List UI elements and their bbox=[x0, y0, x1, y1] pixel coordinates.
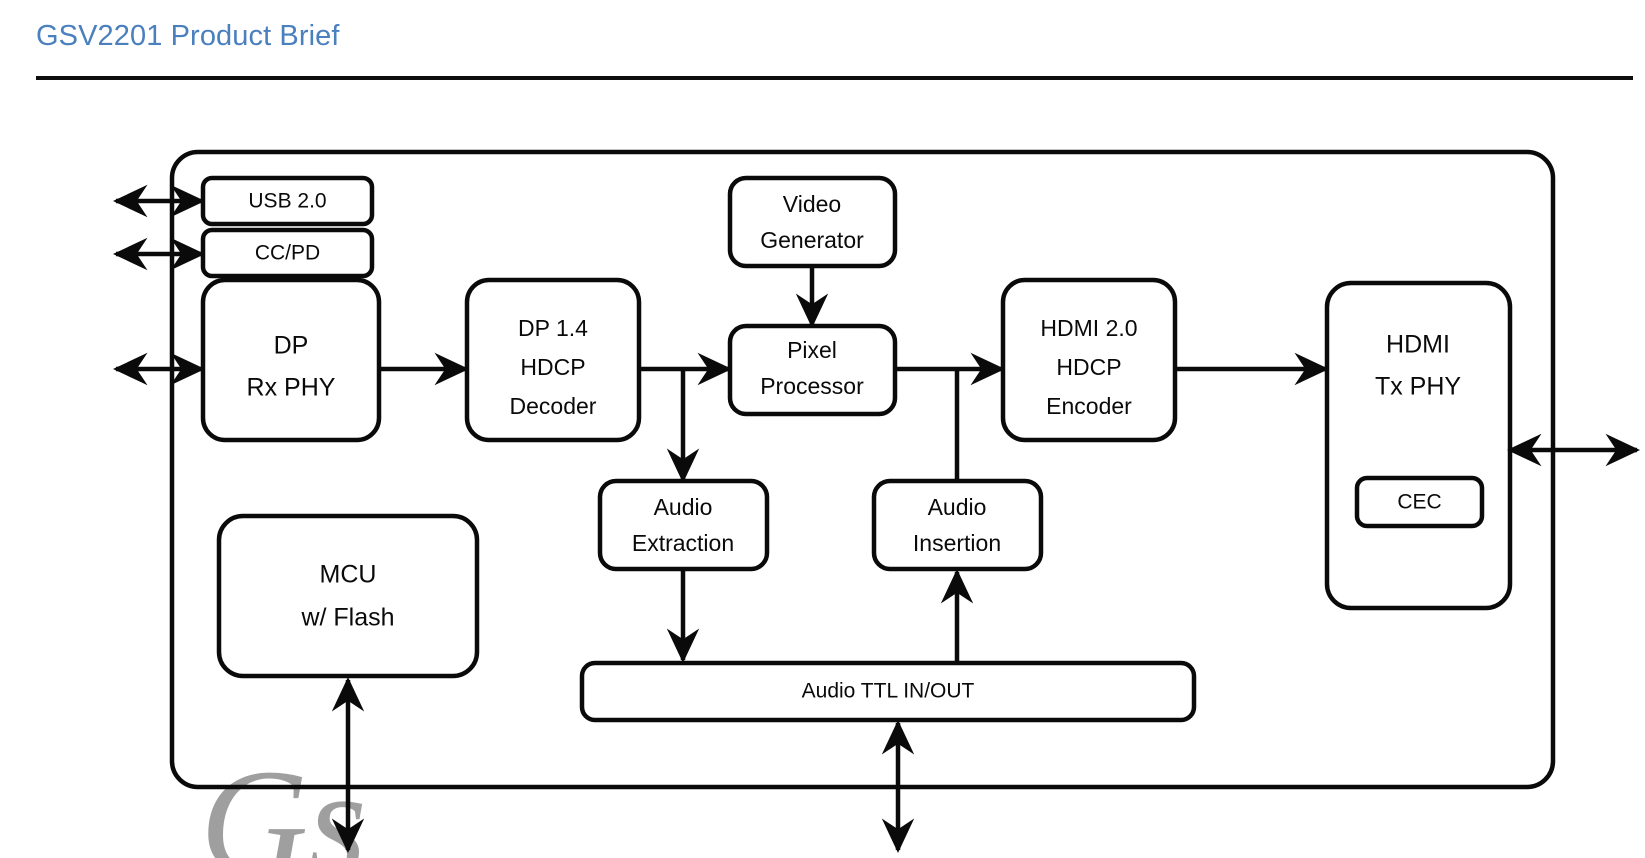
block-hdmi-encoder-label-2: HDCP bbox=[1056, 354, 1121, 380]
block-dp-rx-phy-shape bbox=[200, 277, 382, 443]
block-dp-decoder-label-2: HDCP bbox=[520, 354, 585, 380]
block-ccpd-label: CC/PD bbox=[255, 242, 320, 265]
block-video-generator-label-2: Generator bbox=[760, 227, 864, 253]
block-mcu-label-2: w/ Flash bbox=[300, 604, 394, 632]
block-dp-decoder-shape bbox=[464, 277, 642, 443]
block-dp-decoder[interactable]: DP 1.4 HDCP Decoder bbox=[464, 277, 642, 443]
block-cec-label: CEC bbox=[1397, 491, 1441, 514]
block-hdmi-tx-phy-label-1: HDMI bbox=[1386, 331, 1450, 359]
document-header: GSV2201 Product Brief bbox=[0, 0, 1645, 82]
block-dp-decoder-label-1: DP 1.4 bbox=[518, 315, 588, 341]
block-pixel-processor-label-1: Pixel bbox=[787, 337, 837, 363]
block-hdmi-encoder[interactable]: HDMI 2.0 HDCP Encoder bbox=[1000, 277, 1178, 443]
block-dp-rx-phy[interactable]: DP Rx PHY bbox=[200, 277, 382, 443]
block-mcu-shape bbox=[216, 513, 480, 679]
block-cec-shape bbox=[1354, 475, 1485, 529]
block-audio-ttl-label: Audio TTL IN/OUT bbox=[802, 680, 975, 703]
block-hdmi-encoder-shape bbox=[1000, 277, 1178, 443]
block-pixel-processor-label-2: Processor bbox=[760, 373, 864, 399]
block-dp-decoder-label-3: Decoder bbox=[510, 393, 597, 419]
block-usb-shape bbox=[200, 175, 375, 227]
page-title: GSV2201 Product Brief bbox=[36, 20, 340, 52]
block-audio-extraction[interactable]: Audio Extraction bbox=[597, 478, 770, 572]
block-ccpd[interactable]: CC/PD bbox=[200, 227, 375, 279]
block-audio-extraction-label-1: Audio bbox=[654, 494, 713, 520]
header-divider bbox=[36, 76, 1633, 80]
block-mcu[interactable]: MCU w/ Flash bbox=[216, 513, 480, 679]
watermark: Gs bbox=[200, 739, 367, 858]
block-audio-extraction-label-2: Extraction bbox=[632, 530, 734, 556]
block-hdmi-encoder-label-3: Encoder bbox=[1046, 393, 1132, 419]
chip-outline bbox=[169, 149, 1556, 790]
block-video-generator-label-1: Video bbox=[783, 191, 841, 217]
block-cec[interactable]: CEC bbox=[1354, 475, 1485, 529]
block-hdmi-tx-phy-label-2: Tx PHY bbox=[1375, 373, 1461, 401]
block-diagram-svg: Gs USB 2.0 CC/PD DP Rx PHY bbox=[113, 149, 1640, 858]
block-video-generator[interactable]: Video Generator bbox=[727, 175, 898, 269]
block-audio-ttl[interactable]: Audio TTL IN/OUT bbox=[579, 660, 1197, 723]
block-diagram: Gs USB 2.0 CC/PD DP Rx PHY bbox=[0, 82, 1645, 858]
block-ccpd-shape bbox=[200, 227, 375, 279]
block-mcu-label-1: MCU bbox=[320, 561, 377, 589]
block-audio-insertion-label-1: Audio bbox=[928, 494, 987, 520]
block-usb[interactable]: USB 2.0 bbox=[200, 175, 375, 227]
watermark-text: Gs bbox=[200, 739, 367, 858]
block-usb-label: USB 2.0 bbox=[248, 190, 326, 213]
block-hdmi-tx-phy[interactable]: HDMI Tx PHY CEC bbox=[1324, 280, 1513, 611]
block-hdmi-encoder-label-1: HDMI 2.0 bbox=[1040, 315, 1137, 341]
block-dp-rx-phy-label-1: DP bbox=[274, 332, 309, 360]
block-audio-insertion-label-2: Insertion bbox=[913, 530, 1001, 556]
block-audio-insertion[interactable]: Audio Insertion bbox=[871, 478, 1044, 572]
block-dp-rx-phy-label-2: Rx PHY bbox=[247, 374, 336, 402]
block-pixel-processor[interactable]: Pixel Processor bbox=[727, 323, 898, 417]
